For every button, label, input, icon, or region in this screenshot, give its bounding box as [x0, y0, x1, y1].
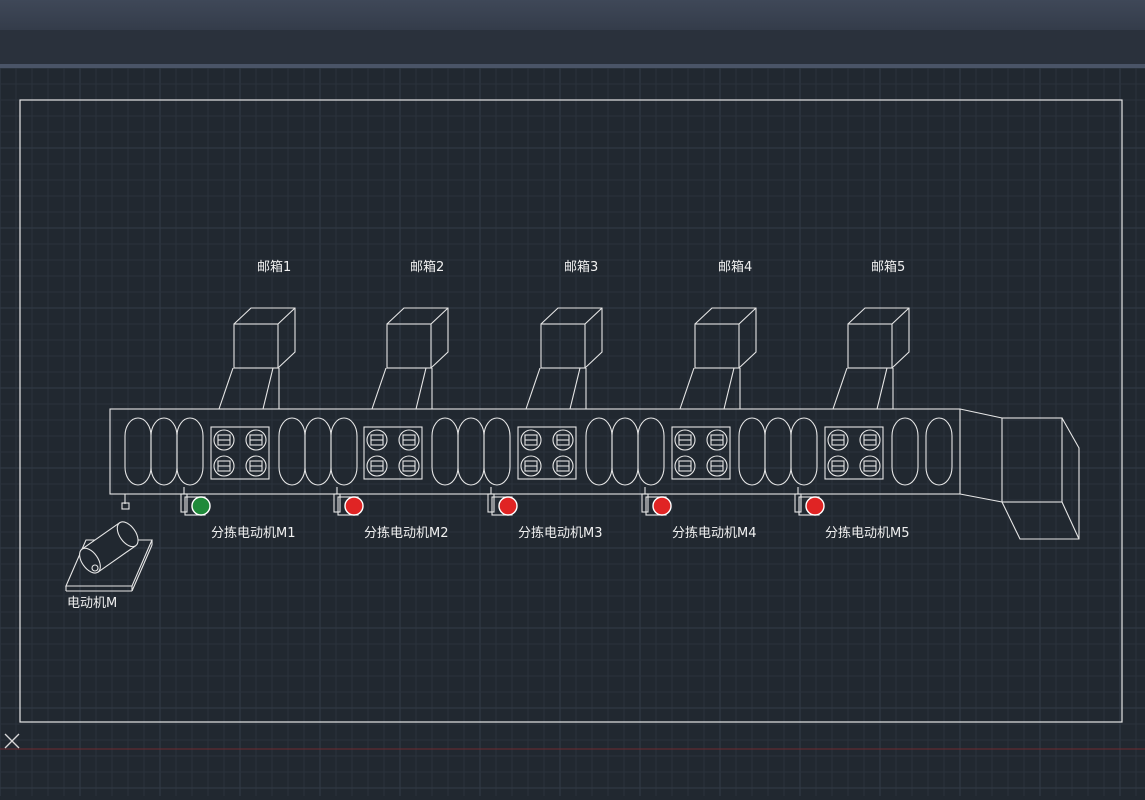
mailbox-box: [233, 323, 279, 369]
sorter-gear: [706, 455, 728, 477]
feeder-chute-line: [832, 367, 848, 410]
mailbox-box-edge: [584, 307, 603, 325]
status-lamp-red: [652, 496, 672, 516]
conveyor-roller: [176, 417, 204, 486]
sorter-gear: [674, 455, 696, 477]
sorter-gear: [366, 429, 388, 451]
sorter-gear-block: [363, 426, 423, 480]
motor-label: 电动机M: [67, 596, 117, 611]
sorter-motor-label: 分拣电动机M1: [211, 526, 296, 541]
feeder-chute-line: [415, 367, 427, 410]
feeder-chute-line: [679, 367, 695, 410]
sorter-motor-label: 分拣电动机M5: [825, 526, 910, 541]
discharge-chute: [959, 408, 1080, 540]
feeder-chute-line: [218, 367, 234, 410]
status-lamp-red: [498, 496, 518, 516]
mailbox-box-edge: [277, 307, 296, 325]
conveyor-rollers: [124, 417, 953, 486]
mailbox-label: 邮箱4: [718, 259, 752, 275]
sorter-gear: [827, 455, 849, 477]
sorter-motor-label: 分拣电动机M2: [364, 526, 449, 541]
conveyor-belt: [109, 408, 961, 495]
drawing-frame: [19, 99, 1123, 723]
toolbar-divider: [0, 64, 1145, 68]
mailbox-box: [847, 323, 893, 369]
mailbox-label: 邮箱5: [871, 259, 905, 275]
feeder-chute-line: [876, 367, 888, 410]
sorter-gear: [552, 455, 574, 477]
sorting-station: 邮箱3 分拣电动机M3: [487, 259, 603, 541]
mailbox-label: 邮箱1: [257, 259, 291, 275]
mailbox-box-edge: [430, 307, 449, 325]
feeder-chute-line: [569, 367, 581, 410]
conveyor-roller: [637, 417, 665, 486]
ribbon-toolbar: [0, 30, 1145, 64]
mailbox-box: [694, 323, 740, 369]
sorter-gear: [245, 429, 267, 451]
sorter-gear: [520, 455, 542, 477]
sorter-gear: [827, 429, 849, 451]
sorter-gear-block: [210, 426, 270, 480]
conveyor-roller: [891, 417, 919, 486]
sorter-gear: [398, 429, 420, 451]
sorter-gear-block: [517, 426, 577, 480]
conveyor-roller: [790, 417, 818, 486]
sorter-gear-block: [824, 426, 884, 480]
sorter-gear: [552, 429, 574, 451]
mailbox-box-edge: [891, 307, 910, 325]
sorter-gear-block: [671, 426, 731, 480]
mailbox-label: 邮箱3: [564, 259, 598, 275]
status-lamp-green: [191, 496, 211, 516]
feeder-chute-line: [525, 367, 541, 410]
mailbox-box: [386, 323, 432, 369]
sorter-gear: [366, 455, 388, 477]
status-lamp-red: [805, 496, 825, 516]
app-title-bar: [0, 0, 1145, 30]
sorting-station: 邮箱1 分拣电动机M1: [180, 259, 296, 541]
sorter-gear: [859, 455, 881, 477]
mailbox-label: 邮箱2: [410, 259, 444, 275]
sorter-gear: [245, 455, 267, 477]
conveyor-roller: [925, 417, 953, 486]
cross-icon: [4, 733, 20, 749]
feeder-chute-line: [262, 367, 274, 410]
sorter-gear: [213, 429, 235, 451]
main-motor: [65, 494, 153, 592]
mailbox-box: [540, 323, 586, 369]
sorter-gear: [674, 429, 696, 451]
conveyor-roller: [483, 417, 511, 486]
sorter-motor-label: 分拣电动机M4: [672, 526, 757, 541]
feeder-chute-line: [371, 367, 387, 410]
drawing-grid: [0, 67, 1145, 796]
drawing-canvas[interactable]: 邮箱1 分拣电动机M1 邮箱2 分拣电动机M2 邮箱3 分拣电动机M3 邮箱4 分拣电动机M4…: [0, 67, 1145, 796]
status-lamp-red: [344, 496, 364, 516]
sorter-gear: [520, 429, 542, 451]
sorter-motor-label: 分拣电动机M3: [518, 526, 603, 541]
feeder-chute-line: [723, 367, 735, 410]
sorter-gear: [859, 429, 881, 451]
sorting-station: 邮箱2 分拣电动机M2: [333, 259, 449, 541]
sorting-station: 邮箱5 分拣电动机M5: [794, 259, 910, 541]
sorting-station: 邮箱4 分拣电动机M4: [641, 259, 757, 541]
sorter-gear: [398, 455, 420, 477]
sorter-gear: [213, 455, 235, 477]
mailbox-box-edge: [738, 307, 757, 325]
sorter-gear: [706, 429, 728, 451]
conveyor-roller: [330, 417, 358, 486]
